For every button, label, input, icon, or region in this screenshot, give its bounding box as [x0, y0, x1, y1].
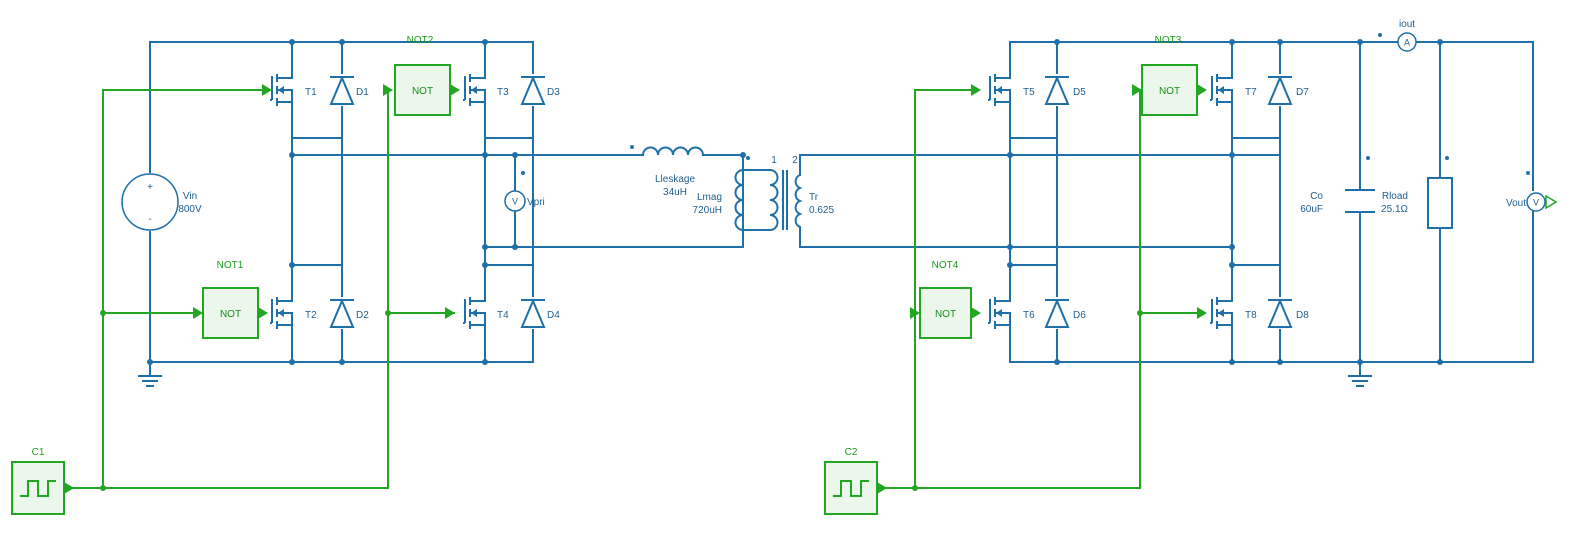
- magnetizing-inductor-value: 720uH: [693, 205, 722, 216]
- diode-label-d6: D6: [1073, 310, 1086, 321]
- diode-d1[interactable]: [329, 74, 355, 106]
- not1-text: NOT: [220, 309, 241, 320]
- mosfet-t5[interactable]: [988, 68, 1011, 112]
- source-plus: +: [147, 182, 153, 193]
- ammeter-symbol: A: [1404, 38, 1410, 48]
- voltmeter-vout[interactable]: V: [1526, 171, 1558, 212]
- switch-label-t2: T2: [305, 310, 317, 321]
- control-wiring-secondary: [882, 89, 1198, 489]
- mosfet-t3[interactable]: [463, 68, 486, 112]
- mosfet-t6[interactable]: [988, 291, 1011, 335]
- load-value: 25.1Ω: [1381, 204, 1408, 215]
- diode-label-d3: D3: [547, 87, 560, 98]
- clock-block-c1[interactable]: [11, 461, 74, 515]
- switch-label-t1: T1: [305, 87, 317, 98]
- switch-label-t7: T7: [1245, 87, 1257, 98]
- not2-text: NOT: [412, 86, 433, 97]
- gate-arrows: [193, 84, 1207, 319]
- transformer: [742, 169, 803, 231]
- ground-symbol-primary: [138, 375, 162, 387]
- ground-symbol-secondary: [1348, 361, 1372, 387]
- source-value: 800V: [178, 204, 202, 215]
- voltmeter-vpri-label: Vpri: [527, 197, 545, 208]
- clock-c1-label: C1: [32, 447, 45, 458]
- switch-label-t3: T3: [497, 87, 509, 98]
- leakage-inductor-value: 34uH: [663, 187, 687, 198]
- switch-label-t5: T5: [1023, 87, 1035, 98]
- diode-d6[interactable]: [1044, 297, 1070, 329]
- voltmeter-vpri[interactable]: V: [504, 171, 526, 212]
- not3-label: NOT3: [1155, 35, 1182, 46]
- mosfet-t1[interactable]: [270, 68, 293, 112]
- transformer-pin1: 1: [771, 155, 777, 166]
- capacitor-value: 60uF: [1300, 204, 1323, 215]
- capacitor-name: Co: [1310, 191, 1323, 202]
- not4-label: NOT4: [932, 260, 959, 271]
- diode-label-d8: D8: [1296, 310, 1309, 321]
- leakage-inductor: [630, 145, 704, 156]
- not-block-not3[interactable]: NOT: [1141, 64, 1207, 116]
- not2-label: NOT2: [407, 35, 434, 46]
- not-block-not4[interactable]: NOT: [919, 287, 981, 339]
- diode-d7[interactable]: [1267, 74, 1293, 106]
- load-name: Rload: [1382, 191, 1408, 202]
- ammeter-label: iout: [1399, 19, 1415, 30]
- not4-text: NOT: [935, 309, 956, 320]
- output-capacitor[interactable]: [1345, 156, 1375, 213]
- voltmeter-vpri-symbol: V: [512, 197, 518, 207]
- switch-layer: [270, 41, 1293, 363]
- source-name: Vin: [183, 191, 197, 202]
- ammeter-iout[interactable]: A: [1378, 32, 1417, 52]
- junction-dots: [100, 39, 1443, 491]
- not-block-not2[interactable]: NOT: [394, 64, 460, 116]
- diode-label-d7: D7: [1296, 87, 1309, 98]
- mosfet-t4[interactable]: [463, 291, 486, 335]
- diode-d5[interactable]: [1044, 74, 1070, 106]
- clock-block-c2[interactable]: [824, 461, 887, 515]
- not-block-not1[interactable]: NOT: [202, 287, 268, 339]
- voltmeter-vout-symbol: V: [1533, 198, 1539, 208]
- magnetizing-inductor: [734, 156, 750, 231]
- voltmeter-vout-label: Vout: [1506, 198, 1526, 209]
- mosfet-t7[interactable]: [1210, 68, 1233, 112]
- diode-label-d5: D5: [1073, 87, 1086, 98]
- diode-label-d1: D1: [356, 87, 369, 98]
- transformer-name: Tr: [809, 192, 819, 203]
- source-minus: -: [148, 214, 151, 225]
- dc-voltage-source[interactable]: + -: [121, 173, 179, 231]
- transformer-pin2: 2: [792, 155, 798, 166]
- magnetizing-inductor-name: Lmag: [697, 192, 722, 203]
- switch-label-t6: T6: [1023, 310, 1035, 321]
- diode-label-d2: D2: [356, 310, 369, 321]
- switch-label-t4: T4: [497, 310, 509, 321]
- leakage-inductor-name: Lleskage: [655, 174, 695, 185]
- load-resistor[interactable]: [1427, 156, 1453, 229]
- control-wiring-primary: [72, 89, 455, 489]
- diode-label-d4: D4: [547, 310, 560, 321]
- clock-c2-label: C2: [845, 447, 858, 458]
- not3-text: NOT: [1159, 86, 1180, 97]
- transformer-ratio: 0.625: [809, 205, 834, 216]
- switch-label-t8: T8: [1245, 310, 1257, 321]
- diode-d4[interactable]: [520, 297, 546, 329]
- mosfet-t2[interactable]: [270, 291, 293, 335]
- diode-d3[interactable]: [520, 74, 546, 106]
- diode-d8[interactable]: [1267, 297, 1293, 329]
- not1-label: NOT1: [217, 260, 244, 271]
- mosfet-t8[interactable]: [1210, 291, 1233, 335]
- diode-d2[interactable]: [329, 297, 355, 329]
